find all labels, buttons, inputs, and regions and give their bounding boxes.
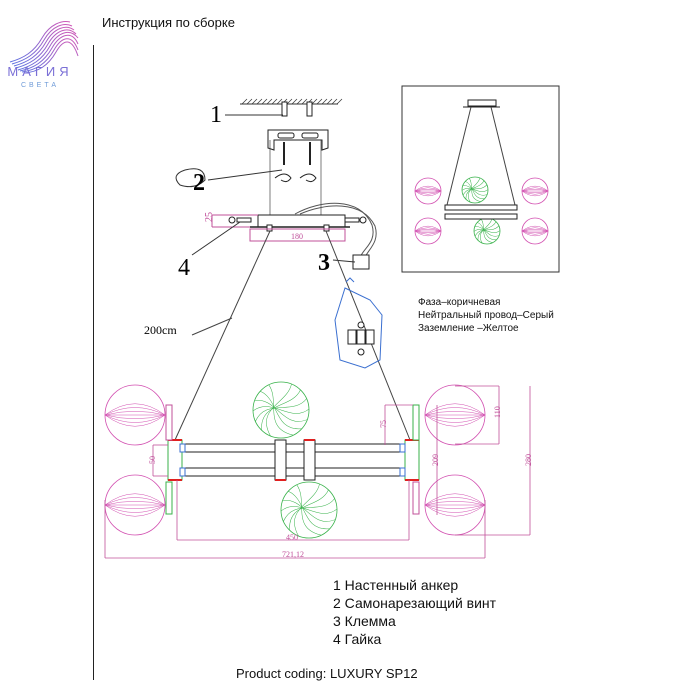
parts-legend: 1 Настенный анкер 2 Самонарезающий винт … [333, 576, 496, 648]
brand-logo [4, 18, 84, 98]
wall-anchor-icon [281, 101, 313, 117]
dim-plate-height: 25 [204, 212, 215, 222]
pink-globe [414, 177, 442, 205]
inset-preview [401, 85, 560, 273]
dim-bar-length: 450 [286, 533, 298, 542]
brand-name: МАГИЯ [7, 64, 73, 79]
dimension-lines [211, 214, 346, 242]
document-title: Инструкция по сборке [102, 15, 235, 30]
dim-total-height: 280 [524, 454, 533, 466]
callout-3: 3 [318, 250, 330, 276]
dim-total-width: 721,12 [282, 550, 304, 559]
pink-globe [104, 384, 166, 446]
legend-item: 4 Гайка [333, 631, 382, 647]
callout-2: 2 [193, 170, 205, 196]
wave-logo-icon [9, 21, 79, 74]
wiring-legend: Фаза–коричневая Нейтральный провод–Серый… [418, 296, 554, 335]
ceiling-hatch [240, 98, 343, 105]
dim-arm-gap: 50 [148, 456, 157, 464]
dim-globe-size: 110 [493, 406, 502, 418]
wire-neutral: Нейтральный провод–Серый [418, 310, 554, 321]
nut-icon [228, 216, 367, 224]
dim-arm-offset: 75 [379, 420, 388, 428]
callout-1: 1 [210, 102, 222, 128]
pink-globe [414, 217, 442, 245]
self-tapping-screw-icon [274, 142, 317, 183]
green-globe [280, 481, 338, 539]
terminal-block-icon [352, 254, 370, 270]
callout-2-bubble [175, 168, 206, 188]
dim-inner-height: 209 [431, 454, 440, 466]
pink-globe [521, 217, 549, 245]
cable-length-label: 200cm [144, 323, 177, 337]
callout-4: 4 [178, 255, 190, 281]
wire-bundle [294, 202, 374, 263]
canopy-plate [250, 214, 350, 232]
wire-ground: Заземление –Желтое [418, 323, 519, 334]
callout-2-leader [207, 169, 283, 181]
wiring-detail [334, 277, 383, 369]
right-hub [404, 439, 420, 481]
green-globe [461, 176, 489, 204]
suspension-cable-left [174, 230, 271, 441]
pink-globe [424, 384, 486, 446]
main-dimensions [104, 385, 531, 559]
green-globe [473, 217, 501, 245]
product-coding: Product coding: LUXURY SP12 [236, 666, 418, 681]
green-globe [252, 381, 310, 439]
pink-globe [104, 474, 166, 536]
legend-item: 2 Самонарезающий винт [333, 595, 497, 611]
mounting-bracket [267, 129, 329, 151]
wire-phase: Фаза–коричневая [418, 297, 501, 308]
legend-item: 3 Клемма [333, 613, 396, 629]
fixture-main-view [104, 381, 486, 539]
pink-globe [521, 177, 549, 205]
pink-globe [424, 474, 486, 536]
dim-plate-width: 180 [291, 232, 303, 241]
divider-line [93, 45, 94, 680]
legend-item: 1 Настенный анкер [333, 577, 459, 593]
brand-subtitle: СВЕТА [20, 82, 60, 89]
